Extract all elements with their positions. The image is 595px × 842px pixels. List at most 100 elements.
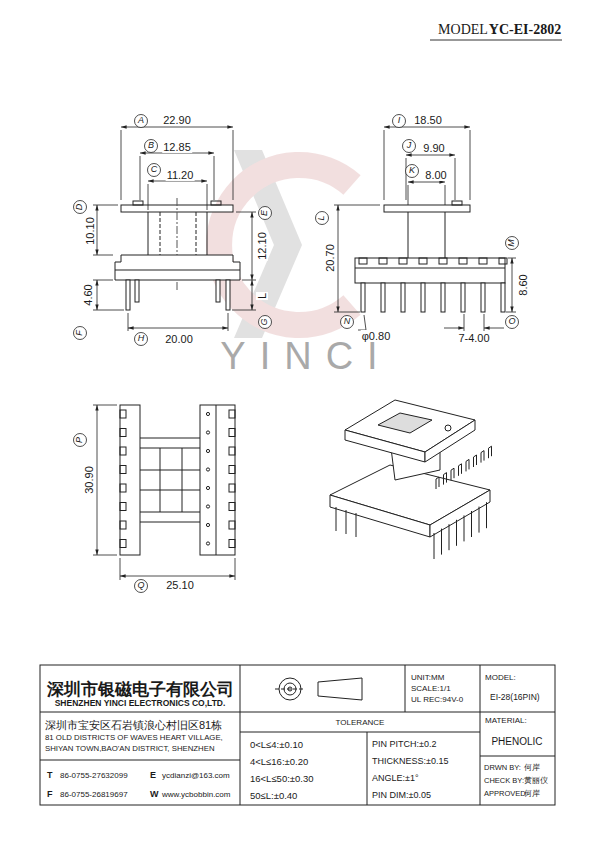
dimension-value: 30.90: [83, 465, 95, 495]
model-key: MODEL:: [485, 674, 516, 683]
contact-key: W: [150, 790, 159, 800]
email: ycdianzi@163.com: [162, 772, 230, 781]
model-value: EI-28(16PIN): [490, 693, 540, 702]
material-key: MATERIAL:: [485, 717, 527, 726]
drawing-stroke: [379, 258, 387, 264]
drawing-stroke: [120, 466, 126, 474]
callout-circle: [259, 316, 272, 329]
drawing-stroke: [120, 484, 126, 492]
sign-name: 何岸: [524, 790, 540, 799]
address-en: 81 OLD DISTRICTS OF WAVES HEART VILLAGE,: [45, 734, 223, 743]
drawing-stroke: [336, 507, 337, 531]
drawing-stroke: [434, 533, 435, 559]
dimension-callout: L: [317, 215, 327, 220]
dimension-value: 7-4.00: [457, 332, 490, 344]
contact-key: E: [150, 771, 156, 781]
drawing-stroke: [206, 412, 209, 415]
dimension-value: 20.00: [164, 333, 194, 345]
tolerance-row: PIN PITCH:±0.2: [372, 740, 436, 750]
drawing-stroke: [501, 283, 505, 312]
dimension-value: 18.50: [413, 114, 443, 126]
callout-circle: [74, 434, 87, 447]
drawing-stroke: [229, 540, 235, 548]
dimension-callout: F: [75, 330, 85, 336]
dimension-value: 11.20: [166, 169, 195, 181]
dimension-value: 22.90: [162, 114, 192, 126]
drawing-stroke: [481, 283, 485, 312]
dimension-value: 4.60: [82, 283, 94, 306]
drawing-stroke: [486, 502, 487, 528]
dimension-value: L: [256, 292, 268, 300]
logo-watermark: [219, 150, 352, 338]
sign-key: CHECK BY:: [484, 777, 524, 785]
drawing-stroke: [499, 258, 507, 264]
drawing-stroke: [120, 540, 126, 548]
contact-key: T: [47, 771, 53, 781]
company-name-en: SHENZHEN YINCI ELECTRONICS CO,LTD.: [55, 699, 226, 708]
callout-circle: [506, 237, 519, 250]
drawing-stroke: [229, 503, 235, 511]
callout-circle: [403, 140, 416, 153]
dimension-value: 8.60: [517, 273, 529, 296]
drawing-stroke: [120, 521, 126, 529]
drawing-stroke: [401, 283, 405, 312]
callout-circle: [506, 316, 519, 329]
dimension-value: 25.10: [165, 579, 195, 591]
drawing-stroke: [399, 258, 407, 264]
drawing-stroke: [206, 505, 209, 508]
drawing-stroke: [229, 466, 235, 474]
dimension-value: 12.10: [256, 231, 268, 261]
dimension-value: 20.70: [324, 243, 336, 273]
dimension-callout: G: [260, 318, 270, 325]
drawing-stroke: [436, 477, 439, 489]
dimension-value: 9.90: [422, 142, 445, 154]
tolerance-row: 16<L≤50:±0.30: [250, 774, 314, 784]
tolerance-row: 4<L≤16:±0.20: [250, 757, 308, 767]
drawing-stroke: [439, 258, 447, 264]
ul-rating: UL REC:94V-0: [411, 696, 463, 705]
dimension-callout: I: [398, 116, 401, 126]
drawing-stroke: [359, 258, 367, 264]
watermark: YINCI: [220, 336, 391, 378]
drawing-stroke: [479, 258, 487, 264]
callout-circle: [74, 201, 87, 214]
address: 深圳市宝安区石岩镇浪心村旧区81栋: [45, 719, 222, 731]
callout-circle: [135, 115, 148, 128]
scale: SCALE:1/1: [411, 685, 451, 694]
callout-circle: [316, 212, 329, 225]
title-block: [40, 665, 555, 805]
drawing-stroke: [479, 507, 480, 533]
drawing-stroke: [461, 283, 465, 312]
dimension-value: 12.85: [162, 141, 192, 153]
phone: 86-0755-27632099: [60, 772, 128, 781]
callout-circle: [135, 580, 148, 593]
drawing-stroke: [419, 258, 427, 264]
callout-circle: [393, 115, 406, 128]
tolerance-row: 50≤L:±0.40: [250, 791, 297, 801]
dimension-callout: B: [148, 141, 154, 151]
drawing-stroke: [459, 258, 467, 264]
dimension-value: 8.00: [424, 169, 447, 181]
sign-key: DRWN BY:: [484, 764, 521, 772]
dimension-callout: E: [260, 210, 270, 216]
drawing-stroke: [206, 486, 209, 489]
unit: UNIT:MM: [411, 674, 444, 683]
drawing-stroke: [120, 503, 126, 511]
drawing-stroke: [229, 410, 235, 418]
side-view: [355, 201, 507, 312]
drawing-stroke: [474, 455, 477, 467]
drawing-stroke: [120, 410, 126, 418]
callout-circle: [145, 140, 158, 153]
drawing-stroke: [361, 283, 365, 312]
dimension-callout: H: [138, 334, 145, 344]
dimension-callout: Q: [137, 581, 144, 591]
address-en: SHIYAN TOWN,BAO'AN DISTRICT, SHENZHEN: [45, 745, 215, 754]
model-number: YC-EI-2802: [489, 22, 561, 37]
drawing-stroke: [444, 473, 447, 485]
callout-circle: [341, 316, 354, 329]
dimension-lines: [93, 127, 516, 580]
dimension-callout: C: [151, 165, 158, 175]
callout-circle: [259, 207, 272, 220]
drawing-stroke: [471, 511, 472, 537]
drawing-stroke: [466, 459, 469, 471]
